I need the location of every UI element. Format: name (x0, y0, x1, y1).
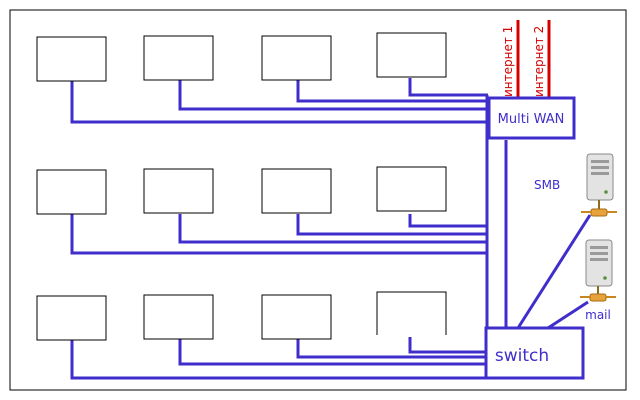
computer-box (143, 35, 214, 81)
smb-label: SMB (534, 178, 560, 192)
computer-box (376, 166, 447, 212)
computer-box (143, 294, 214, 340)
computer-boxes (36, 32, 447, 341)
switch (484, 326, 585, 380)
computer-box (261, 294, 332, 340)
computer-box (36, 36, 107, 82)
diagram-frame (9, 9, 627, 391)
router-label: Multi WAN (498, 112, 565, 127)
server-icon (580, 239, 616, 302)
computer-box (261, 35, 332, 81)
server-icon (581, 153, 617, 217)
computer-box (143, 168, 214, 214)
computer-box (261, 168, 332, 214)
computer-link (408, 337, 488, 354)
computer-box (376, 32, 447, 78)
switch-label: switch (495, 346, 549, 366)
multi-wan-router (487, 96, 576, 140)
computer-box (376, 291, 447, 335)
mail-label: mail (585, 308, 611, 322)
computer-box (36, 169, 107, 215)
internet-2-label: интернет 2 (532, 26, 546, 97)
internet-1-label: интернет 1 (501, 26, 515, 97)
internet-links (516, 20, 551, 98)
computer-box (36, 295, 107, 341)
